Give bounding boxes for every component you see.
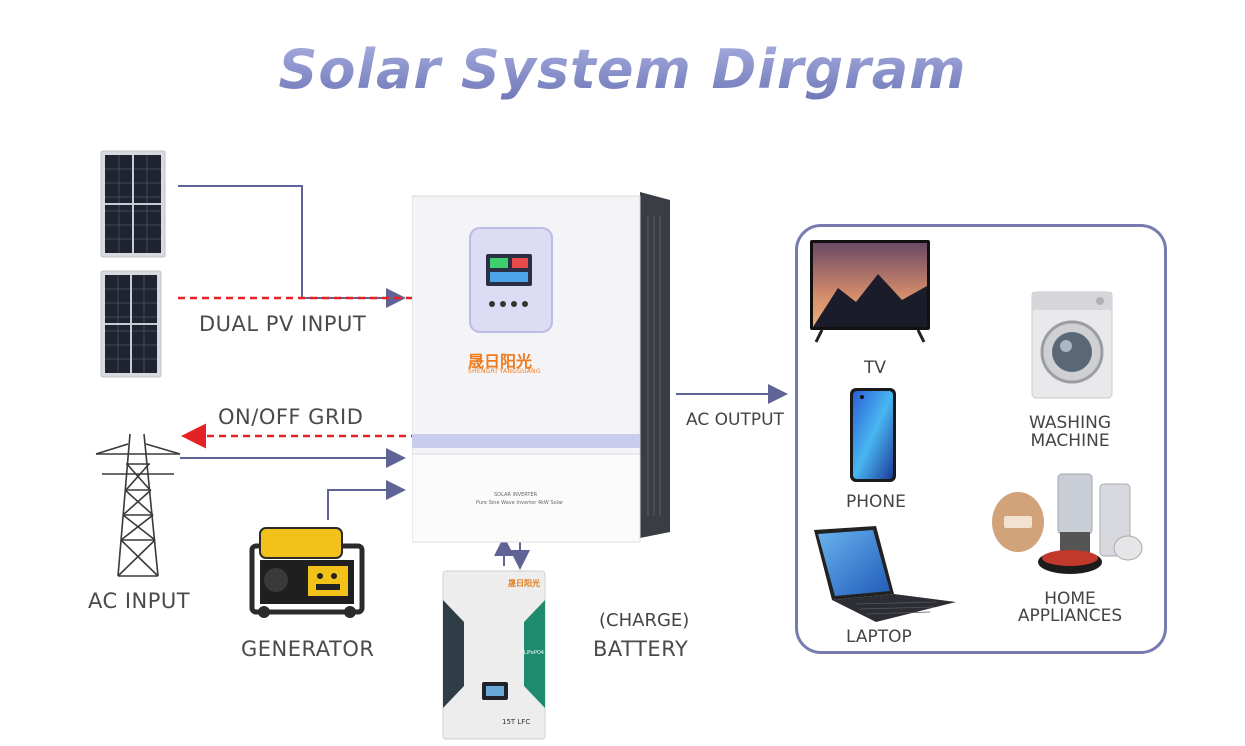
home-appliances-label-line1: HOME <box>1044 589 1096 609</box>
battery-body <box>442 570 546 740</box>
phone-label: PHONE <box>846 492 906 512</box>
generator-icon <box>249 527 365 618</box>
dual-pv-input-label: DUAL PV INPUT <box>199 312 367 336</box>
washing-machine-label-line2: MACHINE <box>1030 431 1110 451</box>
solar-panel-2-icon <box>100 270 162 378</box>
battery-model-label: 15T LFC <box>502 718 531 726</box>
charge-label: (CHARGE) <box>599 610 690 631</box>
battery-brand-cn: 晟日阳光 <box>508 579 540 588</box>
inverter-panel-sublabel: Pure Sine Wave Inverter 4kW Solar <box>476 500 564 506</box>
pv1-wire <box>178 185 406 308</box>
ac-output-loads-box <box>795 224 1167 654</box>
laptop-icon <box>814 526 956 622</box>
solar-panel-1-icon <box>100 150 166 258</box>
home-appliances-label-line2: APPLIANCES <box>1017 606 1123 626</box>
laptop-label: LAPTOP <box>846 627 912 647</box>
ac-input-label: AC INPUT <box>88 589 191 613</box>
inverter-brand-en: SHENGRI YANGGUANG <box>468 368 541 375</box>
on-off-grid-label: ON/OFF GRID <box>218 405 364 429</box>
phone-icon <box>850 388 896 482</box>
generator-label: GENERATOR <box>241 637 375 661</box>
inverter-brand-cn: 晟日阳光 <box>468 352 533 371</box>
washing-machine-icon <box>1031 291 1113 399</box>
page-title: Solar System Dirgram <box>0 38 1245 101</box>
washing-machine-label-line1: WASHING <box>1029 413 1111 433</box>
generator-wire <box>327 480 406 520</box>
home-appliances-icon <box>992 473 1143 574</box>
inverter-body <box>412 192 670 543</box>
battery-side-label: LiFePO4 <box>524 650 544 656</box>
inverter-panel-label: SOLAR INVERTER <box>494 492 538 498</box>
solar-inverter: 晟日阳光 SHENGRI YANGGUANG SOLAR INVERTER Pu… <box>412 186 670 546</box>
ac-output-label: AC OUTPUT <box>686 410 784 430</box>
battery-label: BATTERY <box>593 637 689 661</box>
tv-label: TV <box>864 358 887 378</box>
tv-icon <box>810 240 930 343</box>
battery-unit: 晟日阳光 LiFePO4 15T LFC <box>442 570 546 740</box>
transmission-tower-icon <box>95 433 181 577</box>
